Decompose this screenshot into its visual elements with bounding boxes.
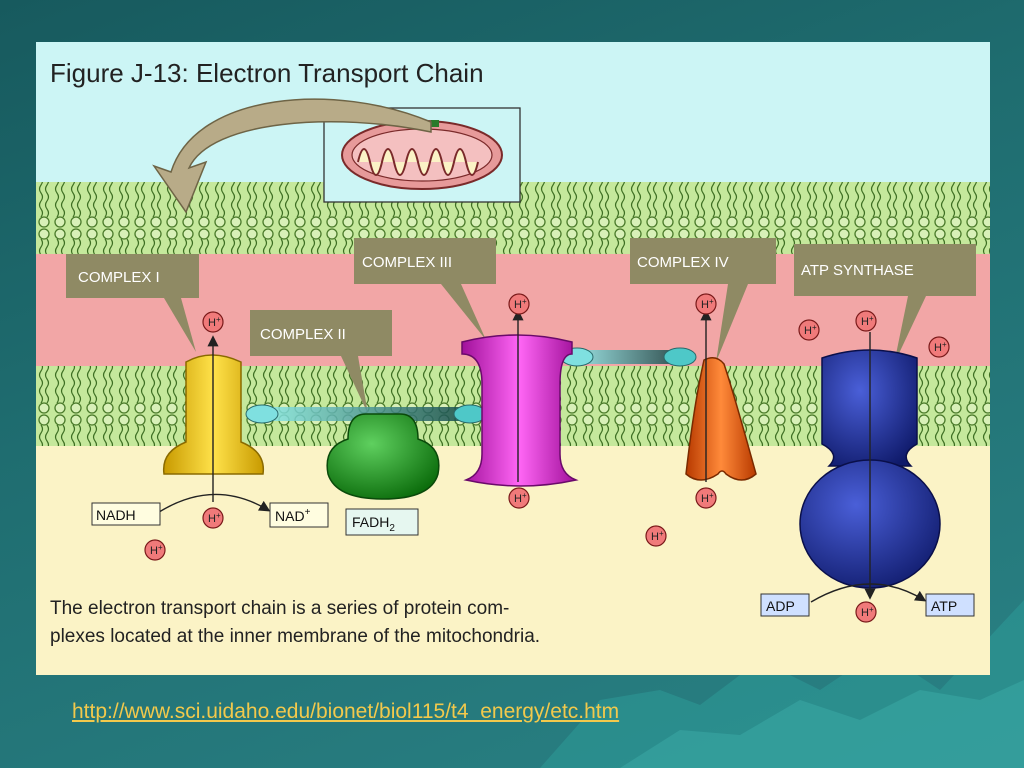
- complex3-shape: [461, 334, 579, 487]
- caption-line-1: The electron transport chain is a series…: [50, 598, 509, 619]
- complex2-label: COMPLEX II: [250, 310, 392, 414]
- svg-text:H+: H+: [208, 315, 221, 329]
- adp-box: ADP: [760, 593, 810, 617]
- source-link[interactable]: http://www.sci.uidaho.edu/bionet/biol115…: [72, 700, 620, 723]
- proton-icon: H+: [202, 311, 224, 333]
- svg-text:NAD+: NAD+: [275, 507, 311, 524]
- figure-title: Figure J-13: Electron Transport Chain: [50, 58, 484, 88]
- svg-text:H+: H+: [804, 323, 817, 337]
- proton-icon: H+: [855, 310, 877, 332]
- svg-text:H+: H+: [701, 491, 714, 505]
- complex1-label: COMPLEX I: [66, 254, 199, 352]
- proton-icon: H+: [202, 507, 224, 529]
- svg-text:COMPLEX III: COMPLEX III: [362, 254, 452, 271]
- complex3-label: COMPLEX III: [354, 238, 496, 340]
- svg-text:H+: H+: [861, 605, 874, 619]
- nad-plus-box: NAD+: [269, 502, 329, 528]
- proton-pathways: [155, 309, 927, 603]
- protons-group: H+ H+ H+ H+ H+ H+ H+ H+ H+ H+ H+ H+: [144, 293, 950, 623]
- svg-text:H+: H+: [514, 297, 527, 311]
- svg-text:H+: H+: [651, 529, 664, 543]
- fadh2-box: FADH2: [345, 508, 419, 536]
- caption-line-2: plexes located at the inner membrane of …: [50, 626, 540, 647]
- atp-box: ATP: [925, 593, 975, 617]
- complex2-shape: [326, 413, 440, 500]
- proton-icon: H+: [645, 525, 667, 547]
- svg-text:H+: H+: [861, 314, 874, 328]
- svg-text:COMPLEX II: COMPLEX II: [260, 326, 346, 343]
- svg-text:FADH2: FADH2: [352, 514, 395, 534]
- atp-synthase-label: ATP SYNTHASE: [794, 244, 976, 364]
- proton-icon: H+: [508, 293, 530, 315]
- svg-text:ATP SYNTHASE: ATP SYNTHASE: [801, 262, 914, 279]
- svg-text:H+: H+: [701, 297, 714, 311]
- svg-text:H+: H+: [150, 543, 163, 557]
- proton-icon: H+: [695, 487, 717, 509]
- svg-text:COMPLEX IV: COMPLEX IV: [637, 254, 729, 271]
- proton-icon: H+: [855, 601, 877, 623]
- proton-icon: H+: [695, 293, 717, 315]
- svg-text:NADH: NADH: [96, 507, 136, 523]
- complex4-label: COMPLEX IV: [630, 238, 776, 362]
- proton-icon: H+: [928, 336, 950, 358]
- mitochondrion-icon: [341, 120, 503, 190]
- proton-icon: H+: [508, 487, 530, 509]
- proton-icon: H+: [144, 539, 166, 561]
- svg-text:COMPLEX I: COMPLEX I: [78, 269, 160, 286]
- etc-figure: Figure J-13: Electron Transport Chain CO…: [36, 42, 990, 675]
- proton-icon: H+: [798, 319, 820, 341]
- svg-text:H+: H+: [514, 491, 527, 505]
- nadh-box: NADH: [91, 502, 161, 526]
- svg-text:H+: H+: [934, 340, 947, 354]
- complex4-shape: [685, 357, 757, 481]
- cytochrome-c-tube: [572, 350, 684, 364]
- curved-arrow-icon: [152, 98, 432, 214]
- svg-text:H+: H+: [208, 511, 221, 525]
- svg-text:ATP: ATP: [931, 598, 957, 614]
- svg-text:ADP: ADP: [766, 598, 795, 614]
